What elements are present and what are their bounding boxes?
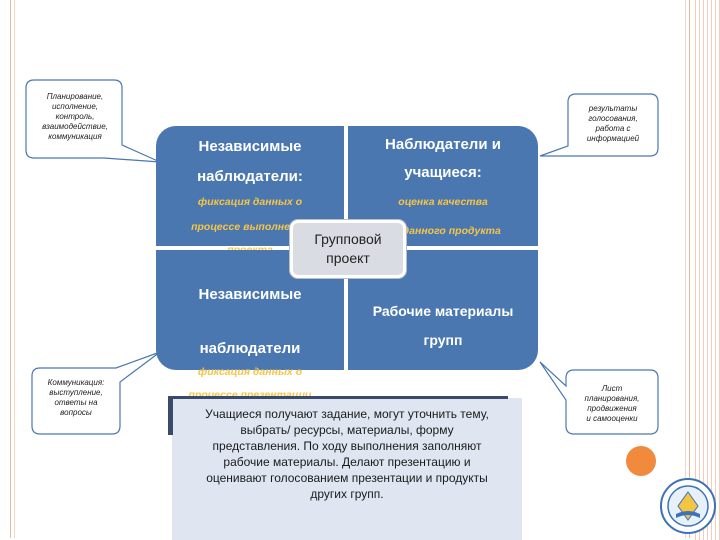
slide-border [10, 0, 690, 538]
callout-line: контроль, [55, 112, 95, 121]
callout-line: выступление, [49, 388, 103, 397]
callout-line: Лист [601, 384, 623, 393]
quadrant-title: Независимые [198, 286, 302, 303]
callout-bottom-left: Коммуникация: выступление, ответы на воп… [34, 378, 118, 418]
center-label: проект [326, 250, 370, 266]
callout-line: информацией [586, 134, 640, 143]
quadrant-title: учащиеся: [404, 164, 482, 181]
description-line: рабочие материалы. Делают презентацию и [223, 455, 471, 469]
center-label: Групповой [314, 231, 382, 247]
quadrant-subtitle: фиксация данных о [197, 196, 303, 208]
callout-bubble-top-right [539, 93, 659, 157]
callout-line: Коммуникация: [47, 378, 105, 387]
quadrant-subtitle: процессе выполнения [191, 221, 309, 233]
callout-line: и самооценки [586, 414, 638, 423]
quadrant-title: наблюдатели [199, 340, 301, 357]
panel-left-strip [168, 397, 173, 435]
callout-line: продвижения [587, 404, 637, 413]
callout-line: взаимодействие, [42, 122, 108, 131]
decorative-circle [626, 446, 656, 476]
callout-top-right: результаты голосования, работа с информа… [570, 104, 656, 144]
description-line: других групп. [310, 487, 384, 501]
callout-line: вопросы [60, 408, 92, 417]
quadrant-subtitle: созданного продукта [385, 225, 501, 237]
quadrant-subtitle: оценка качества [398, 196, 488, 208]
center-group-project: Групповой проект [290, 220, 406, 278]
quadrant-title: Рабочие материалы [372, 303, 514, 319]
callout-line: исполнение, [51, 102, 98, 111]
callout-bottom-right: Лист планирования, продвижения и самооце… [568, 384, 656, 424]
callout-line: работа с [595, 124, 631, 133]
decorative-stripes [692, 0, 720, 540]
logo-icon [660, 478, 716, 534]
callout-bubble-top-left [25, 79, 161, 163]
callout-line: результаты [588, 104, 638, 113]
quadrant-title: групп [423, 332, 463, 348]
callout-bubble-bottom-right [539, 361, 659, 435]
quadrant-title: Независимые [198, 138, 302, 155]
slide-border-inner [14, 0, 686, 538]
quadrant-title: наблюдатели: [197, 168, 303, 185]
description-line: выбрать/ ресурсы, материалы, форму [240, 423, 454, 437]
description-line: представления. По ходу выполнения заполн… [212, 439, 482, 453]
callout-bubble-bottom-left [31, 351, 161, 435]
description-line: оценивают голосованием презентации и про… [206, 471, 488, 485]
quadrant-independent-observers-process: Независимые наблюдатели: фиксация данных… [156, 126, 344, 256]
callout-line: голосования, [588, 114, 638, 123]
panel-top-strip [168, 396, 508, 399]
callout-line: коммуникация [48, 132, 102, 141]
callout-line: Планирование, [46, 92, 104, 101]
callout-line: ответы на [54, 398, 98, 407]
description-panel: Учащиеся получают задание, могут уточнит… [172, 398, 522, 540]
callout-line: планирования, [584, 394, 640, 403]
description-line: Учащиеся получают задание, могут уточнит… [205, 407, 489, 421]
quadrant-subtitle: фиксация данных о [197, 366, 303, 378]
quadrant-title: Наблюдатели и [385, 136, 501, 153]
callout-top-left: Планирование, исполнение, контроль, взаи… [30, 92, 120, 142]
